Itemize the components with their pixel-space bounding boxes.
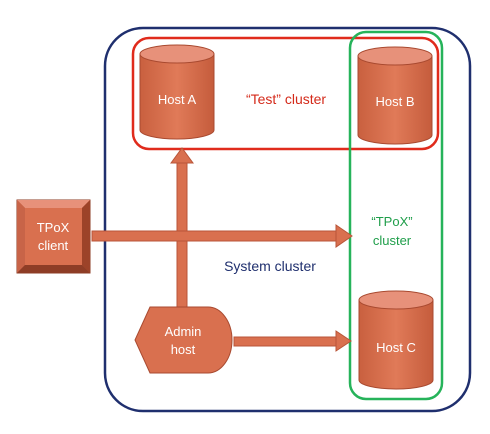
test-cluster-border: [131, 36, 440, 151]
tpox-cluster-border: [348, 30, 444, 401]
host-c-label: Host C: [376, 340, 416, 355]
tpox-client-node: TPoX client: [16, 199, 91, 274]
test-cluster-label: “Test” cluster: [246, 91, 326, 107]
admin-host-node: Admin host: [134, 306, 233, 374]
tpox-cluster-label-line2: cluster: [373, 233, 412, 248]
tpox-client-label-line2: client: [38, 238, 69, 253]
arrow-client-to-tpox-cluster: [91, 224, 353, 248]
host-a-node: Host A: [139, 44, 215, 140]
host-b-label: Host B: [375, 94, 414, 109]
host-c-node: Host C: [358, 290, 434, 390]
host-b-node: Host B: [357, 46, 433, 145]
admin-host-label-line2: host: [171, 342, 196, 357]
system-cluster-border: [103, 26, 472, 413]
tpox-cluster-label-line1: “TPoX”: [371, 214, 412, 229]
admin-host-label-line1: Admin: [165, 324, 202, 339]
arrow-admin-to-host-c: [233, 330, 352, 352]
tpox-client-label-line1: TPoX: [37, 220, 70, 235]
host-a-label: Host A: [158, 92, 197, 107]
system-cluster-label: System cluster: [224, 258, 316, 274]
